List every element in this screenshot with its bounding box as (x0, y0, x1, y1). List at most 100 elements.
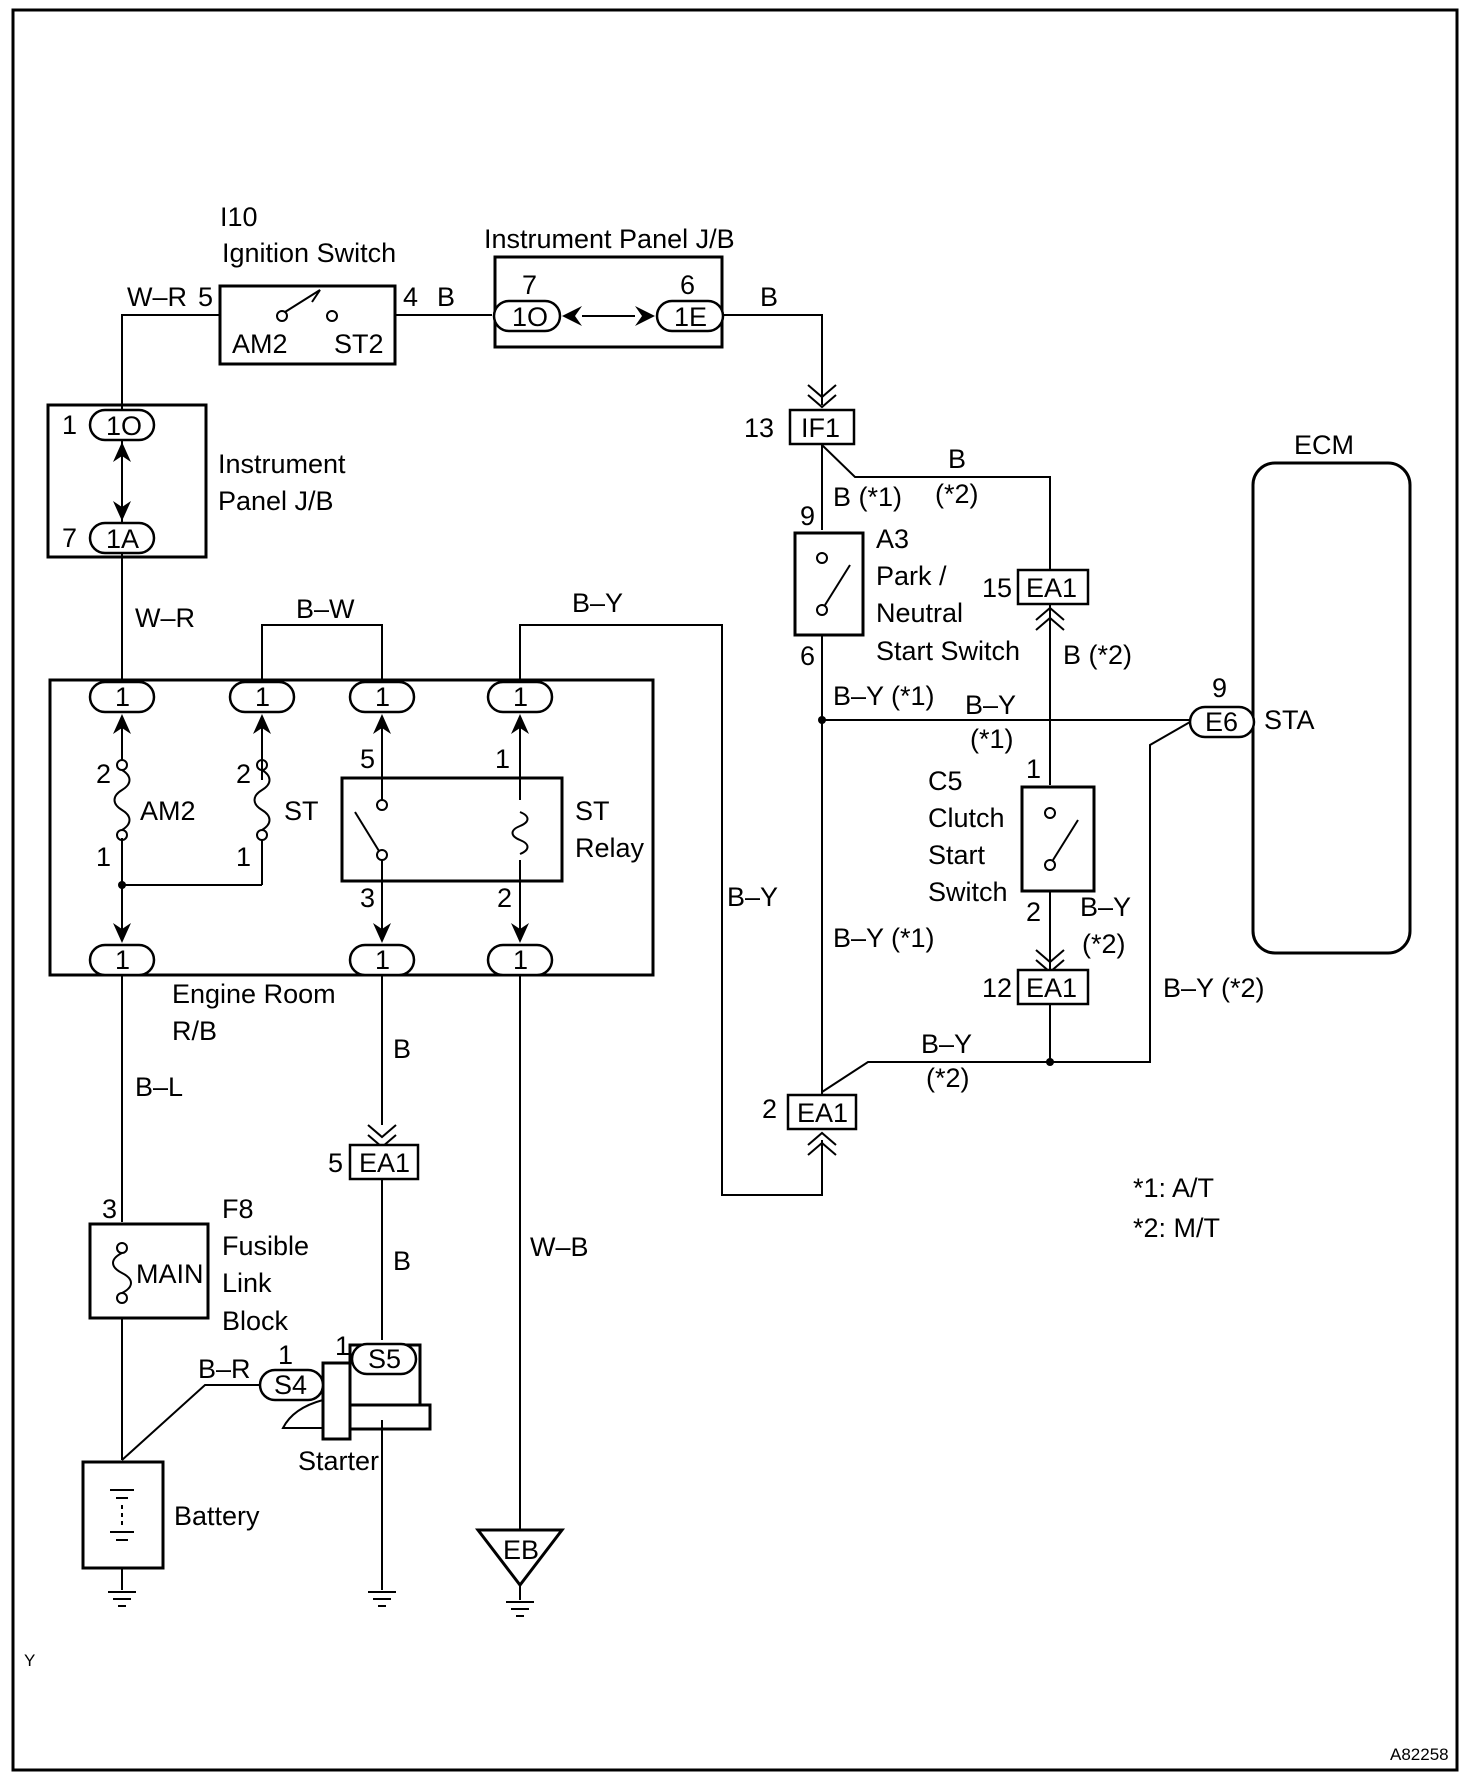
f8-name-2: Link (222, 1268, 272, 1298)
e6-pin: 9 (1212, 673, 1227, 703)
ignition-pin-4: 4 (403, 282, 418, 312)
ignition-switch: I10 Ignition Switch 5 4 AM2 ST2 (198, 202, 418, 366)
notes: *1: A/T *2: M/T (1133, 1173, 1220, 1243)
ea1-12-pin: 12 (982, 973, 1012, 1003)
c5-name-1: Clutch (928, 803, 1005, 833)
er-conn-bot-1: 1 (115, 945, 130, 975)
ip-jb-top-conn-1e: 1E (674, 302, 707, 332)
note-mt: *2: M/T (1133, 1213, 1220, 1243)
ignition-pin-5: 5 (198, 282, 213, 312)
battery: Battery (81, 1460, 260, 1570)
ip-jb-left-pin-7: 7 (62, 523, 77, 553)
battery-name: Battery (174, 1501, 260, 1531)
connector-ea1-12: EA1 12 (982, 949, 1090, 1006)
s4-pin: 1 (278, 1340, 293, 1370)
ea1-2-pin: 2 (762, 1094, 777, 1124)
wire-label-b-star1: B (*1) (833, 482, 902, 512)
er-conn-bot-2: 1 (375, 945, 390, 975)
ea1-5-code: EA1 (359, 1148, 410, 1178)
connector-ea1-5: EA1 5 (328, 1124, 420, 1181)
if1-code: IF1 (801, 413, 840, 443)
ea1-15-code: EA1 (1026, 573, 1077, 603)
engine-room-rb-name-2: R/B (172, 1016, 217, 1046)
wire-label-b-relay-out: B (393, 1034, 411, 1064)
a3-code: A3 (876, 524, 909, 554)
s5-code: S5 (368, 1344, 401, 1374)
engine-room-rb-name-1: Engine Room (172, 979, 336, 1009)
wire-label-by-clutch-b: (*2) (1082, 929, 1126, 959)
ea1-2-code: EA1 (797, 1098, 848, 1128)
am2-fuse-label: AM2 (140, 796, 196, 826)
st-relay-pin-3: 3 (360, 883, 375, 913)
ea1-15-pin: 15 (982, 573, 1012, 603)
c5-name-3: Switch (928, 877, 1008, 907)
wire-label-b-starter: B (393, 1246, 411, 1276)
grounds: EB (108, 1528, 566, 1617)
e6-code: E6 (1205, 707, 1238, 737)
wire-label-b-jb-out: B (760, 282, 778, 312)
ip-jb-left-name-1: Instrument (218, 449, 346, 479)
ip-jb-top-pin-7: 7 (522, 270, 537, 300)
connector-ea1-15: EA1 15 (982, 568, 1090, 631)
connector-ea1-2: EA1 2 (762, 1093, 858, 1156)
wire-label-w-r-top: W–R (127, 282, 187, 312)
st-relay-pin-2: 2 (497, 883, 512, 913)
wire-label-by-ecm-b: (*1) (970, 724, 1014, 754)
st-fuse-pin-2: 2 (236, 759, 251, 789)
s5-pin: 1 (335, 1331, 350, 1361)
wire-label-by-clutch-a: B–Y (1080, 892, 1131, 922)
er-conn-top-4: 1 (513, 682, 528, 712)
figure-ref: A82258 (1390, 1745, 1449, 1764)
am2-fuse-pin-2: 2 (96, 759, 111, 789)
er-conn-bot-3: 1 (513, 945, 528, 975)
wire-label-b-star2-right: B (*2) (1063, 640, 1132, 670)
wire-label-by-junc-b: (*2) (926, 1063, 970, 1093)
f8-name-3: Block (222, 1306, 289, 1336)
c5-pin-1: 1 (1026, 754, 1041, 784)
if1-pin: 13 (744, 413, 774, 443)
ip-jb-top-name: Instrument Panel J/B (484, 224, 735, 254)
wire-label-b-star2-b: (*2) (935, 479, 979, 509)
connector-if1: IF1 13 (744, 384, 856, 446)
ground-eb: EB (474, 1528, 566, 1617)
ground-battery (108, 1591, 136, 1607)
wire-label-b-star2-a: B (948, 444, 966, 474)
fusible-link-main: MAIN (136, 1259, 204, 1289)
a3-name-1: Park / (876, 561, 947, 591)
st-relay-label-2: Relay (575, 833, 645, 863)
ip-jb-left-conn-1a: 1A (106, 524, 139, 554)
instrument-panel-jb-left: 1 7 1O 1A Instrument Panel J/B (46, 403, 346, 559)
ignition-term-am2: AM2 (232, 329, 288, 359)
outer-frame (11, 8, 1459, 1772)
ip-jb-left-name-2: Panel J/B (218, 486, 334, 516)
er-conn-top-3: 1 (375, 682, 390, 712)
starter-name: Starter (298, 1446, 379, 1476)
clutch-start-switch: 1 2 C5 Clutch Start Switch (928, 754, 1096, 927)
st-fuse-label: ST (284, 796, 319, 826)
wire-label-b-w: B–W (296, 594, 355, 624)
ip-jb-left-pin-1: 1 (62, 410, 77, 440)
c5-pin-2: 2 (1026, 897, 1041, 927)
am2-fuse-pin-1: 1 (96, 842, 111, 872)
st-fuse-pin-1: 1 (236, 842, 251, 872)
wire-label-by-junc-a: B–Y (921, 1029, 972, 1059)
wire-label-b-y-top: B–Y (572, 588, 623, 618)
wire-label-b-top: B (437, 282, 455, 312)
st-relay-label-1: ST (575, 796, 610, 826)
wire-label-by-star2-right: B–Y (*2) (1163, 973, 1265, 1003)
wire-label-b-l: B–L (135, 1072, 183, 1102)
a3-pin-6: 6 (800, 641, 815, 671)
wire-labels: W–R B B W–R B–W B–Y B (*1) B (*2) B (*2)… (127, 282, 1265, 1384)
ea1-5-pin: 5 (328, 1148, 343, 1178)
ip-jb-top-conn-1o: 1O (512, 302, 548, 332)
c5-code: C5 (928, 766, 963, 796)
a3-pin-9: 9 (800, 501, 815, 531)
note-at: *1: A/T (1133, 1173, 1214, 1203)
ip-jb-top-pin-6: 6 (680, 270, 695, 300)
wire-label-w-b: W–B (530, 1232, 589, 1262)
wire-label-by-star1-b: B–Y (*1) (833, 923, 935, 953)
wire-label-w-r-mid: W–R (135, 603, 195, 633)
ecm-terminal-sta: STA (1264, 705, 1315, 735)
c5-name-2: Start (928, 840, 986, 870)
fusible-link-block: 3 MAIN F8 Fusible Link Block (88, 1194, 309, 1336)
